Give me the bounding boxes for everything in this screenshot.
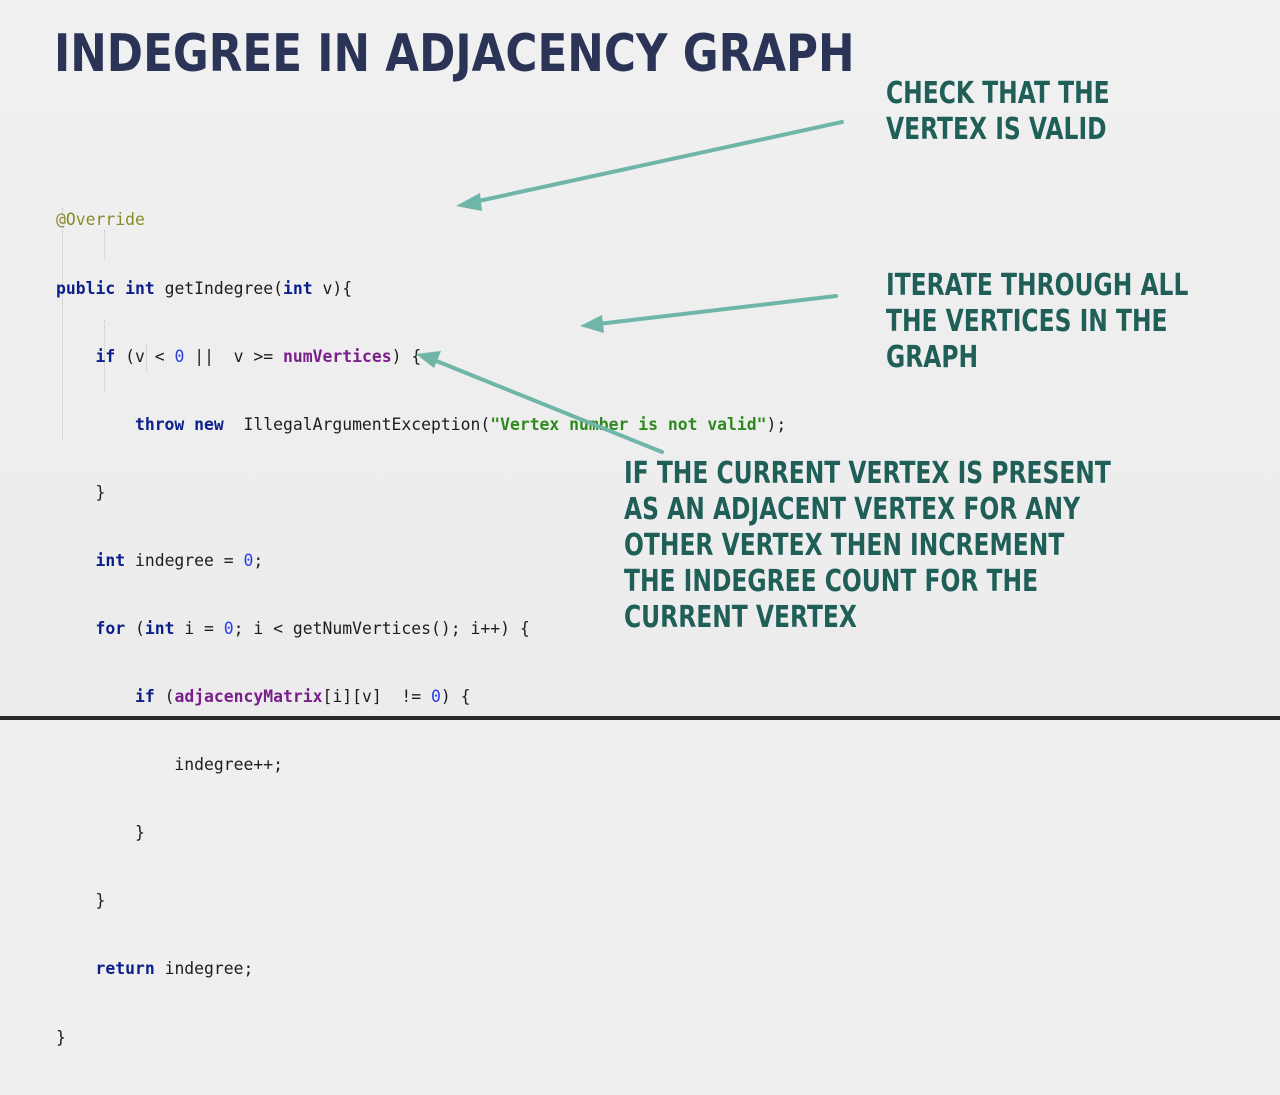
code-text: ) { [391, 346, 422, 366]
code-text: getIndegree( [154, 278, 283, 298]
code-text: ; [253, 550, 264, 570]
indent-guide [104, 320, 105, 392]
code-line: @Override [56, 209, 786, 232]
callout-line: OTHER VERTEX THEN INCREMENT [624, 528, 1065, 563]
code-text: ; i < getNumVertices(); i++) { [233, 618, 530, 638]
code-text: [i][v] != [322, 687, 432, 707]
code-line: for (int i = 0; i < getNumVertices(); i+… [56, 618, 786, 641]
code-keyword: throw [134, 414, 185, 434]
callout-line: VERTEX IS VALID [886, 112, 1107, 147]
code-text: } [56, 1027, 66, 1047]
code-text: ) { [440, 687, 471, 707]
code-line: } [56, 822, 786, 845]
callout-line: CHECK THAT THE [886, 76, 1110, 111]
code-field: numVertices [283, 346, 392, 366]
code-text: || v >= [184, 346, 284, 366]
code-text: ( [125, 618, 145, 638]
callout-line: IF THE CURRENT VERTEX IS PRESENT [624, 456, 1111, 491]
slide-title: INDEGREE IN ADJACENCY GRAPH [54, 24, 855, 84]
slide: INDEGREE IN ADJACENCY GRAPH @Override pu… [0, 0, 1280, 1047]
callout-line: CURRENT VERTEX [624, 600, 857, 635]
callout-increment-indegree: IF THE CURRENT VERTEX IS PRESENT AS AN A… [624, 456, 1111, 636]
code-line: } [56, 482, 786, 505]
code-keyword: public [56, 278, 116, 298]
code-number: 0 [174, 346, 185, 366]
code-text: ); [766, 414, 787, 434]
code-line: } [56, 1027, 786, 1050]
slide-bottom-border [0, 716, 1280, 720]
code-text: (v < [115, 346, 175, 366]
code-text: } [95, 891, 106, 911]
code-keyword: int [125, 278, 155, 298]
code-text: indegree = [125, 550, 244, 570]
code-keyword: int [283, 278, 313, 298]
code-number: 0 [431, 687, 441, 707]
code-number: 0 [243, 550, 254, 570]
code-keyword: int [95, 550, 126, 570]
callout-check-vertex: CHECK THAT THE VERTEX IS VALID [886, 76, 1110, 148]
code-line: } [56, 890, 786, 913]
callout-line: THE INDEGREE COUNT FOR THE [624, 564, 1039, 599]
code-text: v){ [312, 278, 353, 298]
code-line: int indegree = 0; [56, 550, 786, 573]
callout-iterate-vertices: ITERATE THROUGH ALL THE VERTICES IN THE … [886, 268, 1188, 376]
code-keyword: int [144, 618, 175, 638]
code-line: return indegree; [56, 958, 786, 981]
code-line: indegree++; [56, 754, 786, 777]
code-line: if (adjacencyMatrix[i][v] != 0) { [56, 686, 786, 709]
code-text: indegree; [154, 959, 254, 979]
code-keyword: return [95, 959, 155, 979]
code-annotation: @Override [56, 210, 145, 230]
indent-guide [104, 230, 105, 260]
callout-line: AS AN ADJACENT VERTEX FOR ANY [624, 492, 1081, 527]
code-line: if (v < 0 || v >= numVertices) { [56, 346, 786, 369]
code-number: 0 [223, 618, 234, 638]
indent-guide [62, 208, 63, 440]
code-field: adjacencyMatrix [174, 687, 323, 707]
code-line: throw new IllegalArgumentException("Vert… [56, 414, 786, 437]
code-keyword: if [95, 346, 116, 366]
code-line: public int getIndegree(int v){ [56, 278, 786, 301]
code-text: } [134, 823, 145, 843]
code-text: i = [174, 618, 224, 638]
code-string: "Vertex number is not valid" [490, 414, 767, 434]
indent-guide [146, 344, 147, 372]
code-text: } [95, 482, 106, 502]
code-keyword: if [134, 687, 155, 707]
code-keyword: for [95, 618, 126, 638]
callout-line: THE VERTICES IN THE [886, 304, 1168, 339]
code-text: ( [154, 687, 175, 707]
code-text: indegree++; [174, 755, 283, 775]
code-keyword: new [194, 414, 224, 434]
callout-line: GRAPH [886, 340, 979, 375]
code-text: IllegalArgumentException( [223, 414, 491, 434]
callout-line: ITERATE THROUGH ALL [886, 268, 1189, 303]
